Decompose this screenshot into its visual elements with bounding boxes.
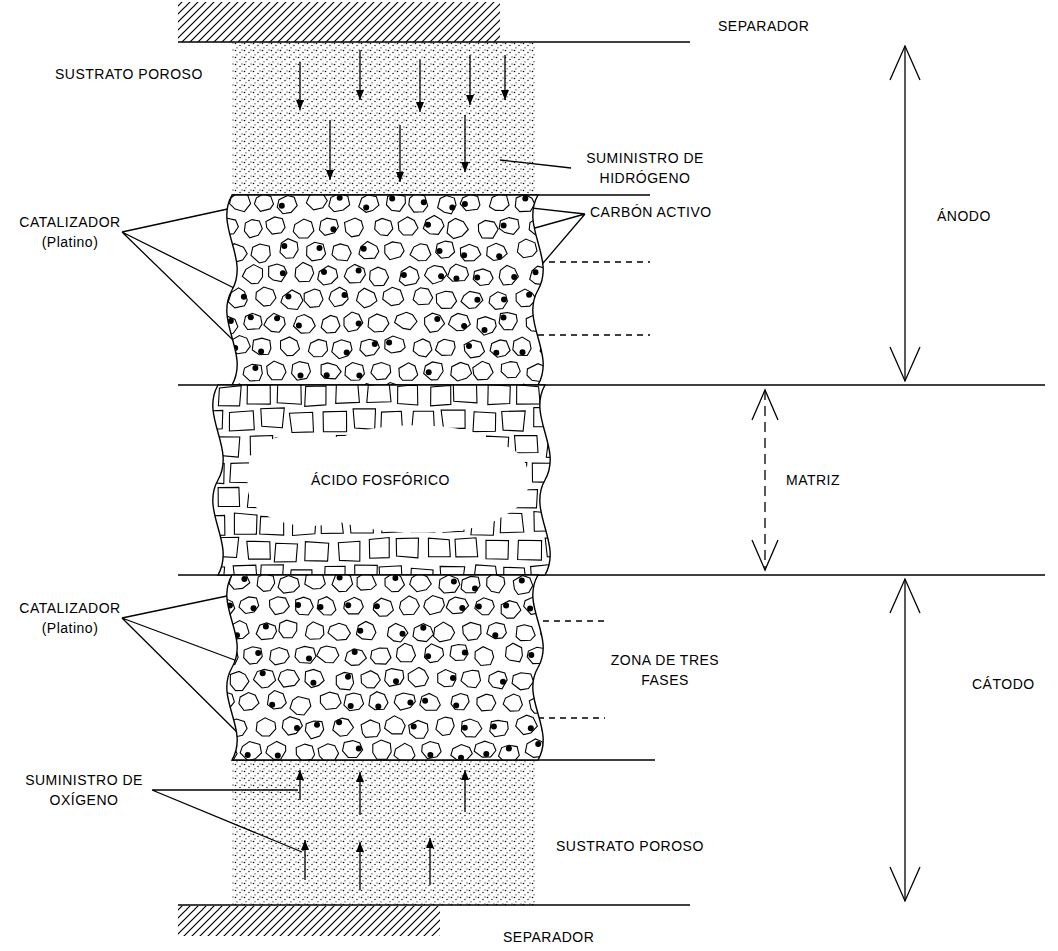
electrolyte-label: ÁCIDO FOSFÓRICO xyxy=(308,470,453,490)
separator-label: SEPARADOR xyxy=(718,16,809,36)
layer-label: SUSTRATO POROSO xyxy=(556,836,704,856)
zone-label: ZONA DE TRES FASES xyxy=(610,650,720,690)
cell-layer xyxy=(200,192,576,407)
arrow-head xyxy=(396,172,404,182)
cell-layer xyxy=(186,383,585,589)
supply-label: SUMINISTRO DE HIDRÓGENO xyxy=(575,148,715,188)
catalyst-label: CATALIZADOR (Platino) xyxy=(18,598,122,638)
arrow-head xyxy=(461,162,469,172)
arrow-head xyxy=(301,840,309,850)
arrow-head xyxy=(356,772,364,782)
arrow-head xyxy=(501,90,509,100)
arrow-head xyxy=(356,90,364,100)
part-label: CARBÓN ACTIVO xyxy=(590,202,712,222)
supply-label: SUMINISTRO DE OXÍGENO xyxy=(14,770,154,810)
arrow-head xyxy=(416,102,424,112)
layer-label: MATRIZ xyxy=(786,470,840,490)
catalyst-label: CATALIZADOR (Platino) xyxy=(18,212,122,252)
arrow-head xyxy=(426,838,434,848)
arrow-head xyxy=(461,770,469,780)
electrode-label: ÁNODO xyxy=(937,206,991,226)
arrow-head xyxy=(326,170,334,180)
arrow-head xyxy=(466,95,474,105)
electrode-label: CÁTODO xyxy=(972,674,1035,694)
layer-label: SUSTRATO POROSO xyxy=(55,64,203,84)
arrow-head xyxy=(356,842,364,852)
arrow-head xyxy=(296,100,304,110)
arrow-head xyxy=(296,770,304,780)
cell-layer xyxy=(202,571,575,786)
separator-label: SEPARADOR xyxy=(503,927,594,947)
